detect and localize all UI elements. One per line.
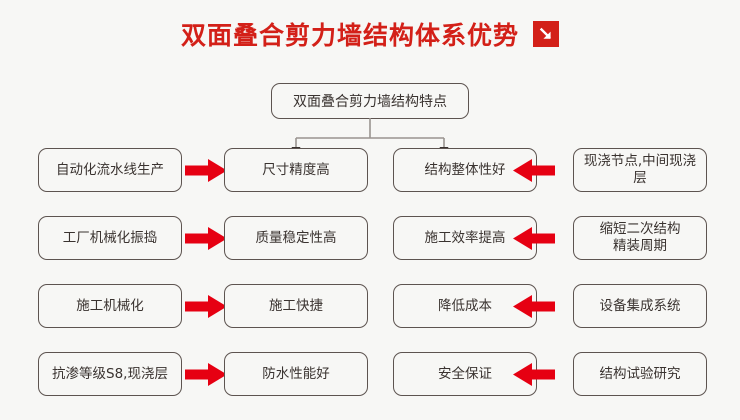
diagram-rows: 自动化流水线生产 尺寸精度高 结构整体性好 现浇节点,中间现浇层 工厂机械化振捣 [0,148,740,420]
box-label: 结构整体性好 [424,161,506,178]
box-label: 自动化流水线生产 [56,161,164,178]
arrow-right-icon [185,295,227,318]
box-right-effect: 安全保证 [393,352,537,396]
box-label: 降低成本 [438,297,492,314]
root-node: 双面叠合剪力墙结构特点 [271,83,469,119]
arrow-right-icon [185,363,227,386]
box-label: 质量稳定性高 [255,229,337,246]
arrow-left-icon [513,227,555,250]
box-right-effect: 结构整体性好 [393,148,537,192]
box-left-cause: 自动化流水线生产 [38,148,182,192]
box-label: 设备集成系统 [599,297,681,314]
box-label: 施工快捷 [269,297,323,314]
box-right-cause: 缩短二次结构 精装周期 [573,216,707,260]
box-label: 施工效率提高 [424,229,506,246]
box-label: 结构试验研究 [599,365,681,382]
box-left-effect: 防水性能好 [224,352,368,396]
arrow-left-icon [513,159,555,182]
box-left-effect: 施工快捷 [224,284,368,328]
box-label: 抗渗等级S8,现浇层 [52,365,168,382]
page-title-row: 双面叠合剪力墙结构体系优势 [0,16,740,52]
root-node-label: 双面叠合剪力墙结构特点 [293,94,447,110]
box-label: 工厂机械化振捣 [62,229,158,246]
diagram-row: 抗渗等级S8,现浇层 防水性能好 安全保证 结构试验研究 [0,352,740,420]
box-label: 防水性能好 [262,365,330,382]
diagram-row: 施工机械化 施工快捷 降低成本 设备集成系统 [0,284,740,352]
box-left-cause: 抗渗等级S8,现浇层 [38,352,182,396]
box-left-effect: 尺寸精度高 [224,148,368,192]
box-right-cause: 设备集成系统 [573,284,707,328]
arrow-right-icon [185,227,227,250]
box-label: 安全保证 [438,365,492,382]
page-title: 双面叠合剪力墙结构体系优势 [180,21,519,50]
arrow-left-icon [513,363,555,386]
diagram-row: 工厂机械化振捣 质量稳定性高 施工效率提高 缩短二次结构 精装周期 [0,216,740,284]
box-right-cause: 结构试验研究 [573,352,707,396]
box-label: 缩短二次结构 精装周期 [599,221,681,254]
box-right-cause: 现浇节点,中间现浇层 [573,148,707,192]
box-label: 尺寸精度高 [262,161,330,178]
box-label: 施工机械化 [76,297,144,314]
arrow-right-icon [185,159,227,182]
diagram-row: 自动化流水线生产 尺寸精度高 结构整体性好 现浇节点,中间现浇层 [0,148,740,216]
box-left-cause: 施工机械化 [38,284,182,328]
box-right-effect: 施工效率提高 [393,216,537,260]
arrow-down-right-icon [533,21,559,47]
box-label: 现浇节点,中间现浇层 [583,153,697,186]
arrow-left-icon [513,295,555,318]
box-left-cause: 工厂机械化振捣 [38,216,182,260]
box-left-effect: 质量稳定性高 [224,216,368,260]
